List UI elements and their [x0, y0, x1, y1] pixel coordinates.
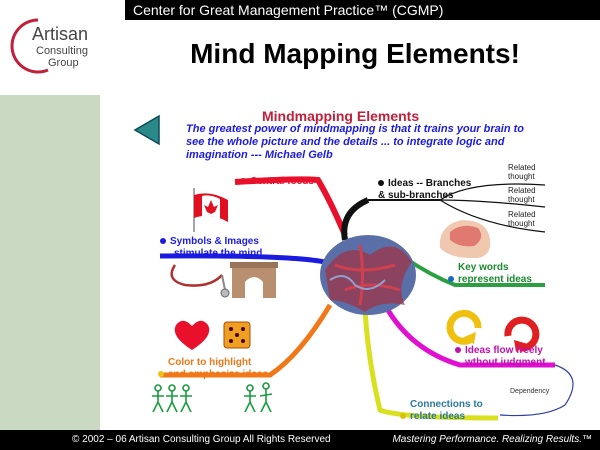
brain-icon [320, 235, 416, 315]
footer-bar: © 2002 – 06 Artisan Consulting Group All… [0, 430, 600, 450]
side-panel [0, 95, 100, 430]
logo-line-1: Artisan [32, 24, 88, 44]
dependency-line [499, 364, 574, 417]
footer-copyright: © 2002 – 06 Artisan Consulting Group All… [72, 434, 331, 445]
central-focus-branch [234, 176, 348, 237]
dice-icon [223, 321, 251, 349]
arch-icon [230, 262, 278, 298]
back-arrow-icon[interactable] [133, 114, 161, 146]
sub-branch-2 [439, 199, 546, 208]
symbols-branch [159, 253, 326, 265]
canada-flag-icon [193, 188, 228, 232]
logo-line-2: Consulting [36, 45, 88, 57]
head-icon [439, 220, 491, 258]
heart-icon [174, 320, 210, 350]
stethoscope-icon [170, 264, 230, 298]
related-thought-3: Related thought [508, 210, 536, 228]
logo-line-3: Group [48, 57, 79, 69]
artisan-logo: Artisan Consulting Group [10, 18, 88, 74]
circular-arrows-icon [446, 309, 540, 352]
central-focus-label: Central focus [240, 176, 314, 188]
ideas-branches-label: Ideas -- Branches& sub-branches [378, 178, 472, 201]
dependency-label: Dependency [510, 388, 550, 395]
ideas-branch [341, 197, 370, 241]
related-thought-1: Related thought [508, 163, 536, 181]
connections-branch [362, 309, 499, 421]
header-bar-text: Center for Great Management Practice™ (C… [133, 2, 444, 18]
header-bar: Center for Great Management Practice™ (C… [125, 0, 600, 20]
related-thought-2: Related thought [508, 186, 536, 204]
color-branch [160, 303, 333, 378]
mindmap-title: Mindmapping Elements [262, 108, 420, 124]
people-icon [152, 382, 273, 413]
sub-branch-1 [439, 183, 546, 201]
ideas-flow-branch [382, 303, 555, 368]
page-title: Mind Mapping Elements! [190, 38, 520, 69]
mindmap-quote: The greatest power of mindmapping is tha… [186, 123, 524, 161]
sub-branch-3 [439, 199, 546, 233]
footer-tagline: Mastering Performance. Realizing Results… [392, 434, 592, 445]
